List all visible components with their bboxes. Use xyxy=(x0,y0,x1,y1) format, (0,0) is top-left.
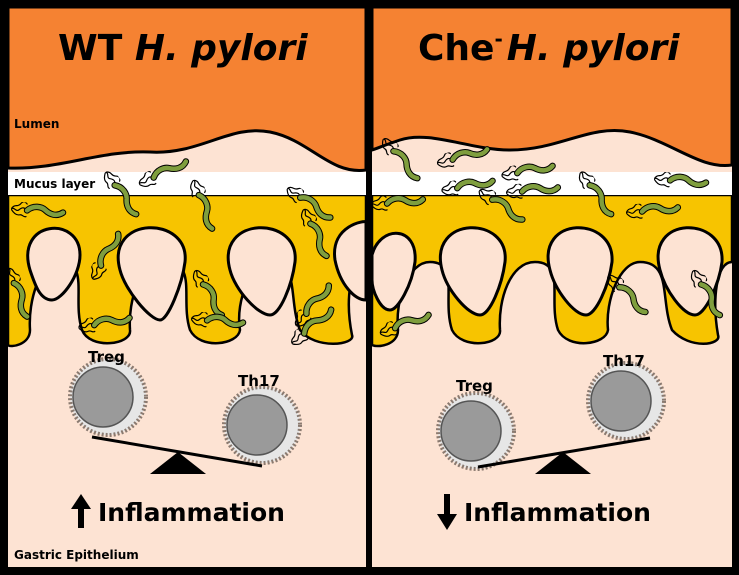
th17-cell xyxy=(222,385,302,465)
mucus-band xyxy=(8,172,366,195)
lumen-label: Lumen xyxy=(14,117,59,131)
treg-label: Treg xyxy=(456,377,493,395)
up-arrow-icon xyxy=(71,494,91,528)
th17-label: Th17 xyxy=(238,372,280,390)
gastric-glands xyxy=(372,193,732,348)
mucus-label: Mucus layer xyxy=(14,177,95,191)
th17-cell xyxy=(586,361,666,441)
down-arrow-icon xyxy=(437,494,457,530)
inflammation-label: Inflammation xyxy=(98,498,285,527)
gastric-glands xyxy=(8,193,366,348)
panel-wt xyxy=(8,7,366,567)
inflammation-label: Inflammation xyxy=(464,498,651,527)
treg-cell xyxy=(68,357,148,437)
balance-beam xyxy=(477,436,651,469)
balance-beam xyxy=(91,435,263,468)
balance-fulcrum xyxy=(150,452,206,474)
epithelium-label: Gastric Epithelium xyxy=(14,548,139,562)
panel-che xyxy=(372,7,732,567)
panel-title: Che-H. pylori xyxy=(418,27,680,69)
th17-label: Th17 xyxy=(603,352,645,370)
mucus-band xyxy=(372,172,732,195)
panel-title: WT H. pylori xyxy=(58,28,308,69)
treg-label: Treg xyxy=(88,348,125,366)
lumen-region xyxy=(8,7,366,172)
balance-fulcrum xyxy=(535,452,591,474)
treg-cell xyxy=(436,391,516,471)
